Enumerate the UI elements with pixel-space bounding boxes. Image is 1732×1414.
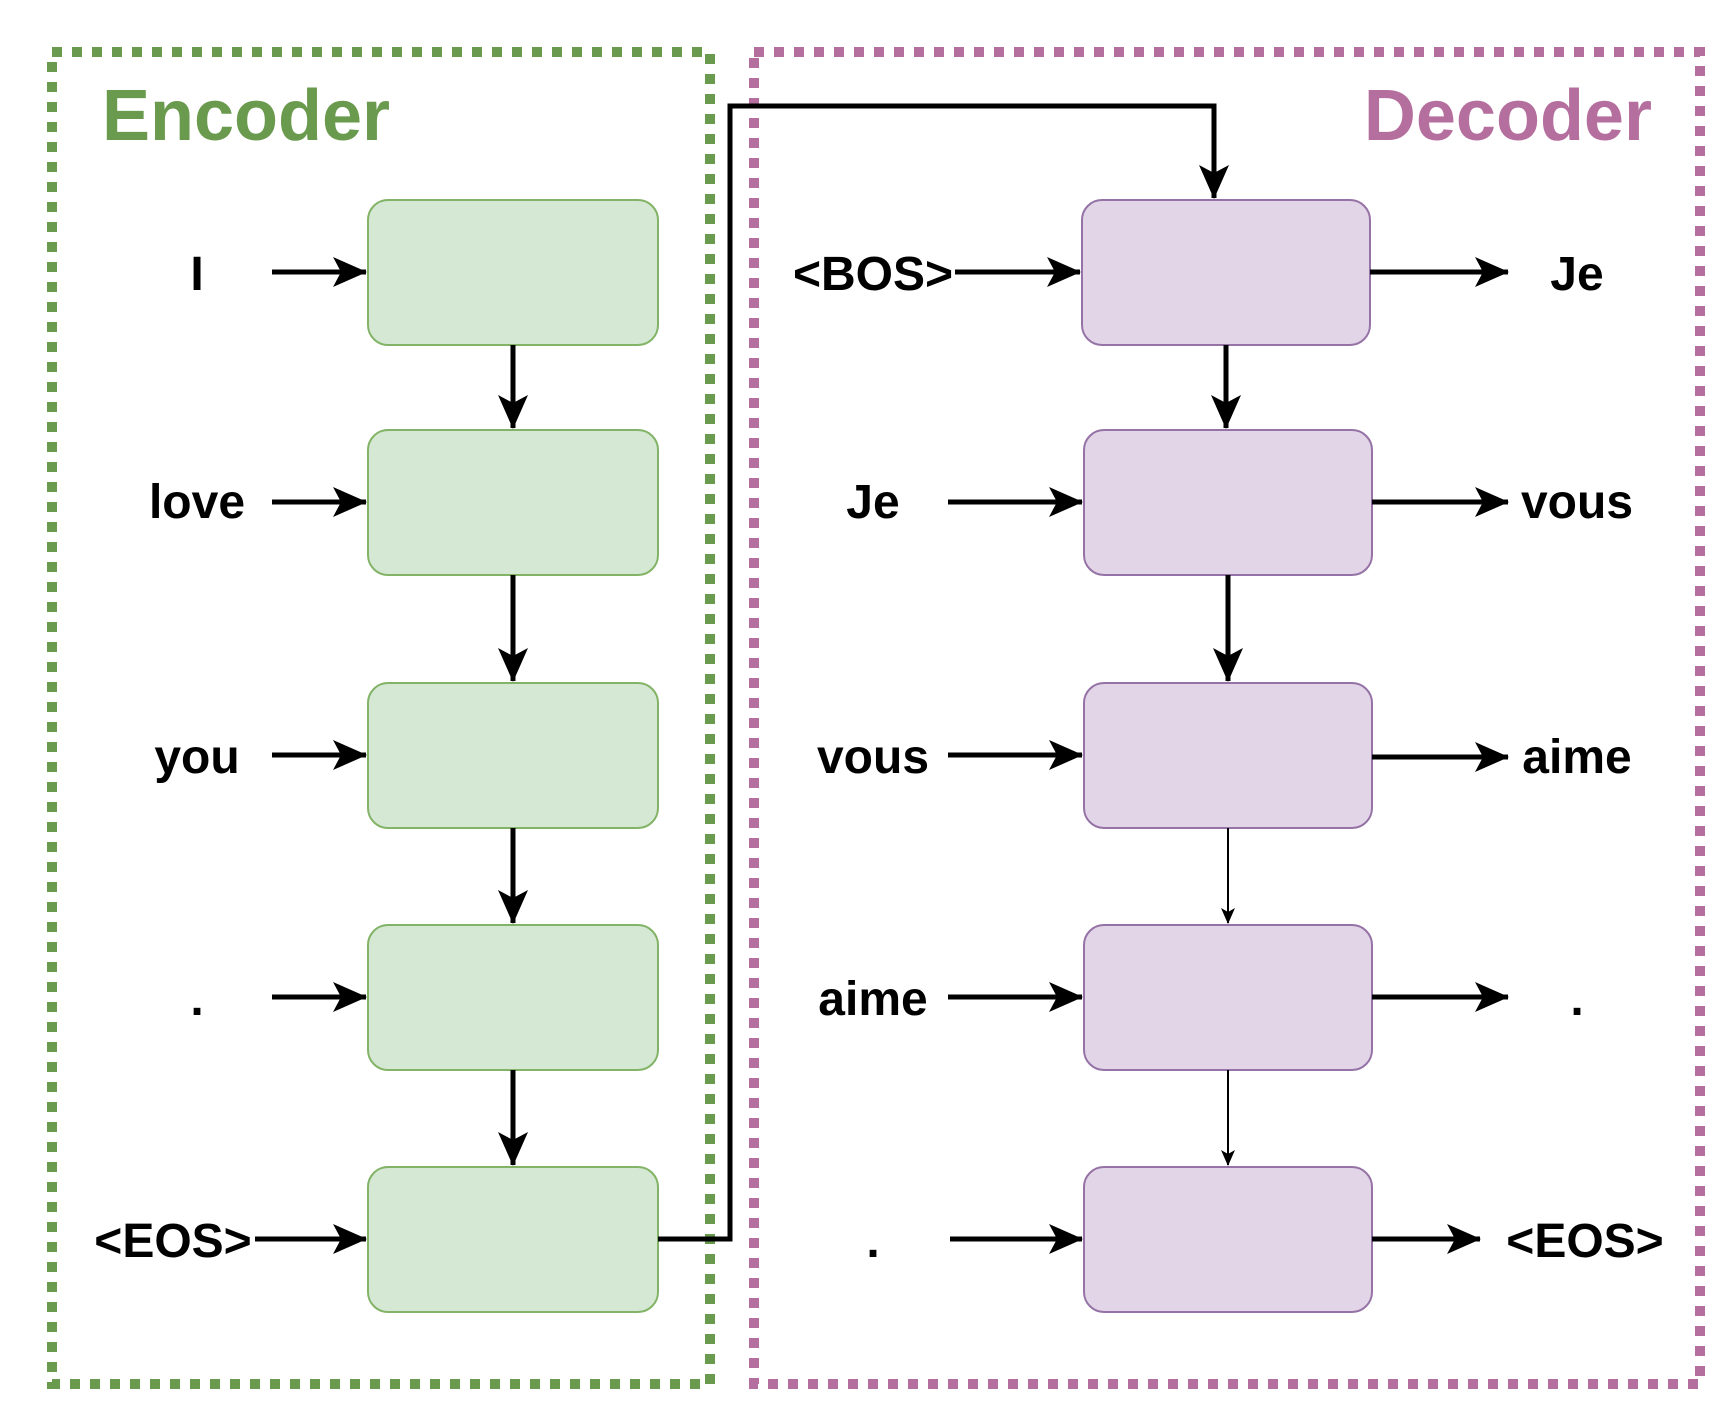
context-connector-arrow bbox=[658, 103, 1229, 1242]
decoder-input-token: . bbox=[866, 1215, 879, 1268]
encoder-cell bbox=[367, 199, 659, 346]
decoder-output-token: vous bbox=[1521, 476, 1633, 529]
decoder-cell bbox=[1083, 429, 1373, 576]
decoder-input-arrows bbox=[948, 257, 1083, 1254]
decoder-cell bbox=[1083, 682, 1373, 829]
encoder-input-token: you bbox=[154, 731, 239, 784]
decoder-title: Decoder bbox=[1364, 76, 1652, 156]
decoder-input-token: Je bbox=[846, 476, 899, 529]
encoder-cell bbox=[367, 924, 659, 1071]
encoder-input-token: I bbox=[190, 248, 203, 301]
decoder-output-token: <EOS> bbox=[1506, 1215, 1663, 1268]
decoder-output-token: Je bbox=[1550, 248, 1603, 301]
encoder-group: Encoder I love you . <EOS> bbox=[47, 47, 715, 1389]
decoder-cell bbox=[1081, 199, 1371, 346]
decoder-input-token: vous bbox=[817, 731, 929, 784]
encoder-input-arrows bbox=[255, 257, 367, 1254]
decoder-output-tokens: Je vous aime . <EOS> bbox=[1506, 248, 1663, 1268]
encoder-cell bbox=[367, 682, 659, 829]
decoder-group: Decoder <BOS> Je vous aime . Je vous aim… bbox=[749, 47, 1705, 1389]
decoder-output-token: aime bbox=[1522, 731, 1631, 784]
decoder-cell bbox=[1083, 1166, 1373, 1313]
encoder-border bbox=[47, 47, 715, 1389]
decoder-border bbox=[749, 47, 1705, 1389]
encoder-cell bbox=[367, 429, 659, 576]
decoder-input-token: <BOS> bbox=[793, 248, 953, 301]
decoder-cells bbox=[1081, 199, 1373, 1313]
encoder-input-token: <EOS> bbox=[94, 1215, 251, 1268]
decoder-output-arrows bbox=[1370, 257, 1509, 1254]
encoder-cell bbox=[367, 1166, 659, 1313]
encoder-input-token: . bbox=[190, 973, 203, 1026]
encoder-input-tokens: I love you . <EOS> bbox=[94, 248, 251, 1268]
decoder-hidden-arrows bbox=[1211, 345, 1243, 1166]
encoder-input-token: love bbox=[149, 476, 245, 529]
decoder-cell bbox=[1083, 924, 1373, 1071]
decoder-input-tokens: <BOS> Je vous aime . bbox=[793, 248, 953, 1268]
encoder-title: Encoder bbox=[102, 76, 390, 156]
decoder-output-token: . bbox=[1570, 973, 1583, 1026]
decoder-input-token: aime bbox=[818, 973, 927, 1026]
